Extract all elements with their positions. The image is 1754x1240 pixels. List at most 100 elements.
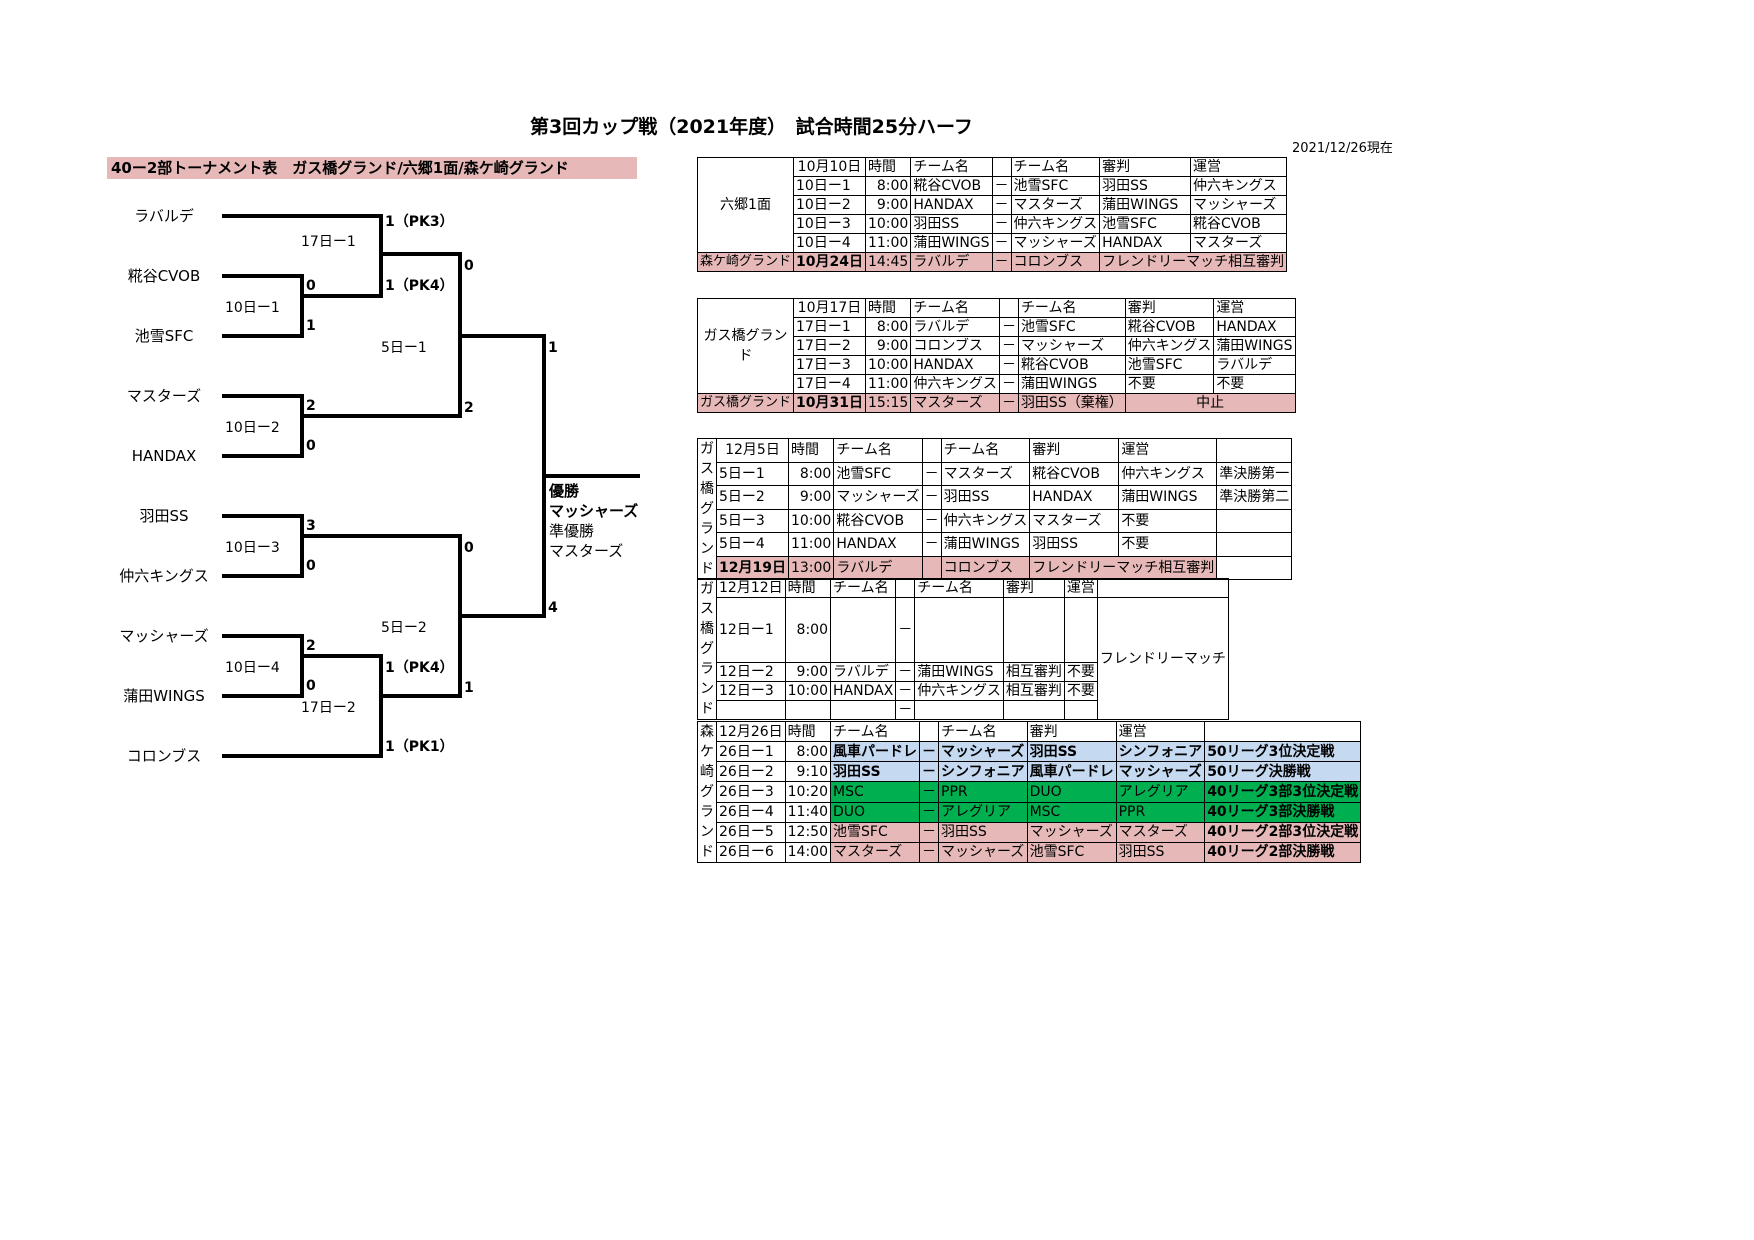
line-17-1-out bbox=[381, 252, 462, 336]
score: 0 bbox=[306, 558, 316, 574]
team-kojiya-cvob: 糀谷CVOB bbox=[128, 267, 201, 285]
table-row: ガス橋グランド 10月17日 時間 チーム名 チーム名 審判 運営 bbox=[696, 298, 1296, 394]
table-row: ガス橋グランド 12月12日 時間 チーム名 チーム名 審判 運営 bbox=[697, 578, 1229, 720]
line-10-2 bbox=[222, 394, 304, 458]
match-label-10-2: 10日ー2 bbox=[225, 420, 280, 436]
team-masshers: マッシャーズ bbox=[119, 627, 208, 645]
match-label-5-1: 5日ー1 bbox=[381, 340, 427, 356]
table-row: 森ケ崎グランド 12月26日 時間 チーム名 チーム名 審判 運営 bbox=[697, 720, 1362, 863]
runner-up-team: マスターズ bbox=[549, 542, 623, 560]
team-kamata-wings: 蒲田WINGS bbox=[123, 687, 205, 705]
venue-cell: 六郷1面 bbox=[696, 157, 795, 253]
score: 1（PK3） bbox=[385, 214, 454, 230]
score: 1 bbox=[548, 340, 558, 356]
runner-up-label: 準優勝 bbox=[549, 522, 594, 540]
table-row: 六郷1面 10月10日 時間 チーム名 チーム名 審判 運営 bbox=[696, 157, 1288, 253]
line-10-1-out bbox=[302, 254, 383, 298]
team-colombus: コロンブス bbox=[127, 747, 202, 765]
line-team-colombus bbox=[222, 696, 383, 758]
score: 1 bbox=[306, 318, 316, 334]
page-title: 第3回カップ戦（2021年度） 試合時間25分ハーフ bbox=[530, 116, 973, 138]
bracket-lines bbox=[222, 214, 640, 758]
table-row: ガス橋グランド 12月5日 時間 チーム名 チーム名 審判 運営 bbox=[697, 438, 1293, 580]
line-10-4 bbox=[222, 634, 304, 698]
score: 2 bbox=[306, 638, 316, 654]
line-10-4-out bbox=[302, 654, 383, 696]
line-10-3 bbox=[222, 514, 304, 578]
table-row-extra: 森ケ崎グランド 10月24日 14:45 ラバルデ － コロンブス フレンドリー… bbox=[696, 252, 1288, 272]
score: 1 bbox=[464, 680, 474, 696]
line-5-1-out bbox=[460, 334, 546, 476]
team-ikeyuki-sfc: 池雪SFC bbox=[135, 327, 194, 345]
line-5-2-out bbox=[460, 476, 546, 618]
venue-cell: ガス橋グランド bbox=[696, 298, 795, 394]
score: 3 bbox=[306, 518, 316, 534]
bracket-title: 40ー2部トーナメント表 ガス橋グランド/六郷1面/森ケ崎グランド bbox=[107, 157, 637, 179]
table-row: － bbox=[698, 700, 1229, 720]
team-handax: HANDAX bbox=[132, 447, 197, 465]
team-haneda-ss: 羽田SS bbox=[139, 507, 188, 525]
score: 0 bbox=[306, 678, 316, 694]
friendly-match-note: フレンドリーマッチ bbox=[1096, 597, 1229, 720]
match-label-17-1: 17日ー1 bbox=[301, 234, 356, 250]
tournament-bracket: ラバルデ 糀谷CVOB 池雪SFC マスターズ HANDAX 羽田SS 仲六キン… bbox=[119, 207, 640, 765]
line-10-1 bbox=[222, 274, 304, 338]
venue-cell: ガス橋グランド bbox=[697, 578, 717, 720]
as-of-date: 2021/12/26現在 bbox=[1292, 141, 1393, 156]
venue-cell: 森ケ崎グランド bbox=[697, 721, 717, 863]
table-row-extra: 12月19日 13:00 ラバルデ コロンブス フレンドリーマッチ相互審判 bbox=[698, 555, 1293, 580]
score: 0 bbox=[464, 258, 474, 274]
team-nakaroku-kings: 仲六キングス bbox=[119, 567, 209, 585]
match-label-10-1: 10日ー1 bbox=[225, 300, 280, 316]
score: 1（PK4） bbox=[385, 660, 454, 676]
line-10-2-out bbox=[302, 336, 462, 418]
match-label-10-4: 10日ー4 bbox=[225, 660, 280, 676]
extra-venue: ガス橋グランド bbox=[696, 393, 795, 413]
line-17-2-out bbox=[381, 616, 462, 698]
score: 1（PK4） bbox=[385, 278, 454, 294]
score: 4 bbox=[548, 600, 558, 616]
extra-venue: 森ケ崎グランド bbox=[696, 252, 795, 272]
team-rabarude: ラバルデ bbox=[134, 207, 194, 225]
line-10-3-out bbox=[302, 534, 462, 616]
score: 0 bbox=[464, 540, 474, 556]
winner-team: マッシャーズ bbox=[549, 502, 638, 520]
table-row-extra: ガス橋グランド 10月31日 15:15 マスターズ － 羽田SS（棄権） 中止 bbox=[696, 393, 1296, 413]
score: 0 bbox=[306, 278, 316, 294]
score: 0 bbox=[306, 438, 316, 454]
venue-cell: ガス橋グランド bbox=[697, 438, 717, 580]
team-masters: マスターズ bbox=[127, 387, 201, 405]
match-label-10-3: 10日ー3 bbox=[225, 540, 280, 556]
match-label-5-2: 5日ー2 bbox=[381, 620, 427, 636]
score: 2 bbox=[464, 400, 474, 416]
score: 2 bbox=[306, 398, 316, 414]
match-label-17-2: 17日ー2 bbox=[301, 700, 356, 716]
line-team-rabarude bbox=[222, 214, 383, 254]
winner-label: 優勝 bbox=[548, 482, 580, 500]
score: 1（PK1） bbox=[385, 739, 454, 755]
